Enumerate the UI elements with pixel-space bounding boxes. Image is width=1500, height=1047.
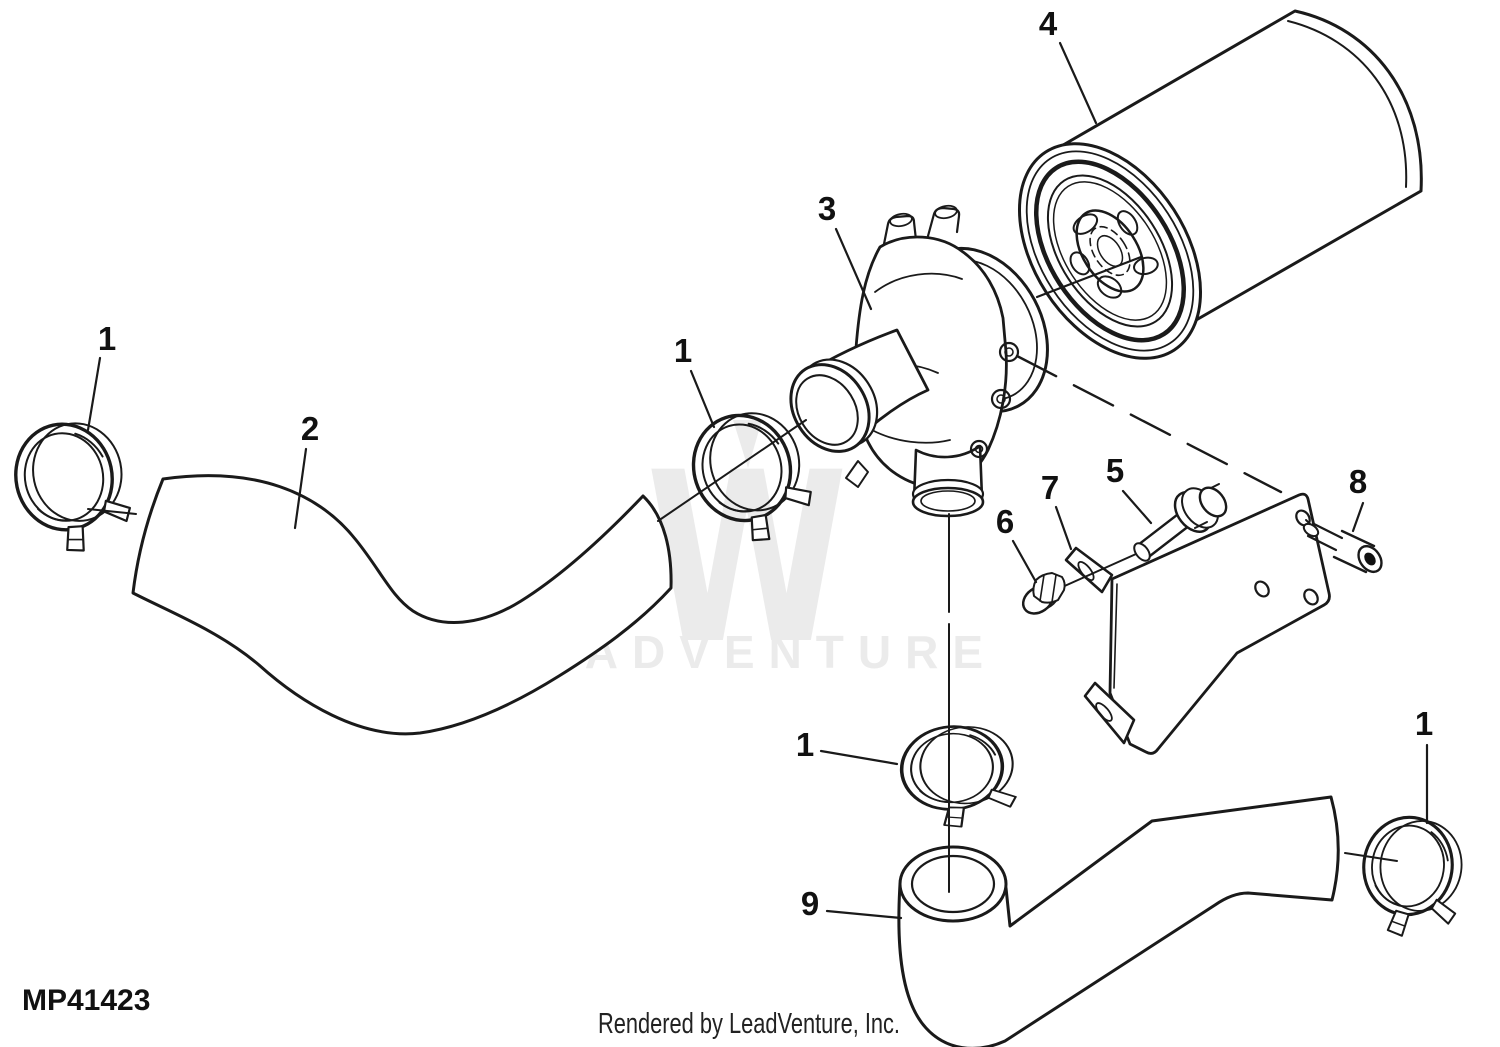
housing-part — [789, 204, 1049, 518]
callout-labels: 1 2 1 3 4 5 6 7 8 1 9 1 — [98, 5, 1433, 922]
callout-leader-lines — [86, 41, 1429, 920]
flange-nut-part — [1021, 572, 1066, 615]
socket-bolt-part — [1302, 519, 1383, 574]
callout-nut: 6 — [996, 503, 1014, 540]
callout-clamp-left: 1 — [98, 320, 116, 357]
hose-clamp-right-part — [1352, 810, 1470, 945]
hose-upper-part — [131, 474, 673, 736]
callout-bracket: 7 — [1041, 469, 1059, 506]
callout-filter: 4 — [1039, 5, 1058, 42]
callout-hose-bottom: 9 — [801, 885, 819, 922]
mounting-bracket-part — [1064, 492, 1331, 755]
callout-clamp-bottom: 1 — [796, 726, 814, 763]
callout-socket-bolt: 8 — [1349, 463, 1367, 500]
callout-housing: 3 — [818, 190, 836, 227]
hose-clamp-bottom-part — [896, 719, 1020, 834]
axis-line-housing-filter — [1035, 255, 1143, 299]
filter-canister-part — [1017, 9, 1423, 360]
filter-face — [1017, 142, 1203, 360]
hose-lower-part — [897, 795, 1340, 1047]
assembly-axis-lines — [87, 419, 1398, 893]
callout-hose-left: 2 — [301, 410, 319, 447]
flange-bolt-part — [1133, 483, 1228, 562]
watermark-w-logo-icon: W — [646, 421, 848, 695]
hose-clamp-left-part — [4, 411, 139, 564]
render-credit: Rendered by LeadVenture, Inc. — [598, 1008, 900, 1040]
callout-flange-bolt: 5 — [1106, 452, 1124, 489]
callout-clamp-right: 1 — [1415, 705, 1433, 742]
dashed-alignment-line — [1015, 354, 1283, 494]
watermark-flame-icon — [733, 420, 762, 468]
drawing-number: MP41423 — [22, 984, 150, 1017]
callout-clamp-center: 1 — [674, 332, 692, 369]
